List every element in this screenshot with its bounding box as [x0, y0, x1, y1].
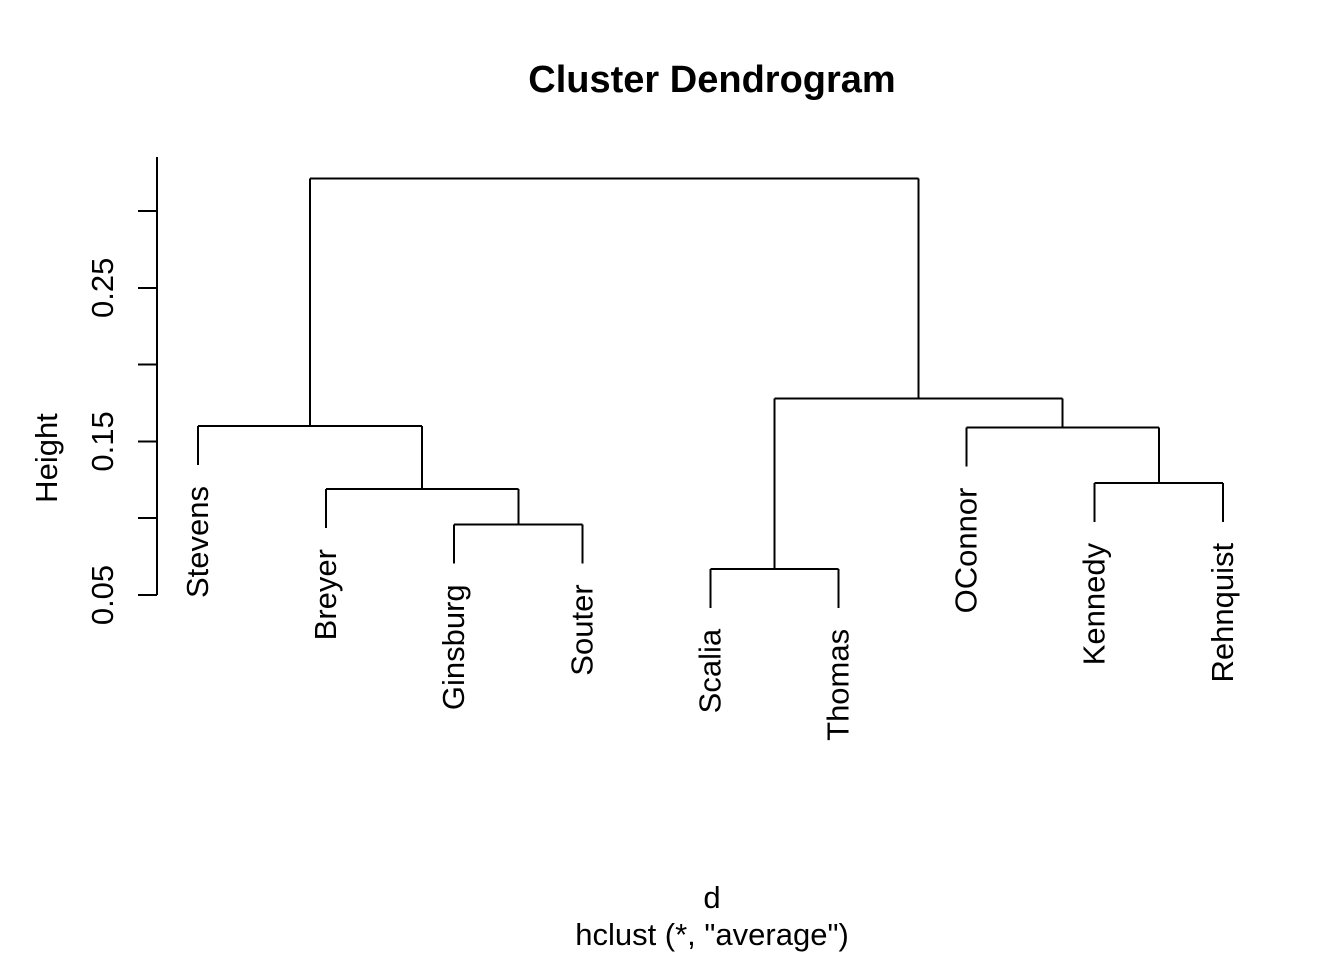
chart-title: Cluster Dendrogram — [528, 59, 895, 101]
leaf-label-ginsburg: Ginsburg — [436, 584, 471, 710]
dendrogram-tree — [197, 177, 1224, 608]
axis-tick-label: 0.15 — [85, 411, 120, 471]
x-axis-label-line1: d — [703, 880, 720, 915]
leaf-label-thomas: Thomas — [821, 629, 856, 741]
axis-tick-label: 0.05 — [85, 565, 120, 625]
axis-tick-label: 0.25 — [85, 258, 120, 318]
y-axis-label: Height — [29, 413, 64, 503]
leaf-label-rehnquist: Rehnquist — [1205, 542, 1240, 682]
leaf-label-scalia: Scalia — [692, 628, 727, 713]
leaf-label-oconnor: OConnor — [949, 488, 984, 614]
leaf-label-souter: Souter — [564, 584, 599, 675]
leaf-label-breyer: Breyer — [308, 549, 343, 640]
leaf-label-stevens: Stevens — [180, 486, 215, 598]
leaf-label-kennedy: Kennedy — [1077, 542, 1112, 665]
y-axis: 0.05 0.15 0.25 — [85, 157, 158, 625]
x-axis-label-line2: hclust (*, "average") — [575, 917, 849, 952]
dendrogram-links — [197, 177, 1224, 608]
